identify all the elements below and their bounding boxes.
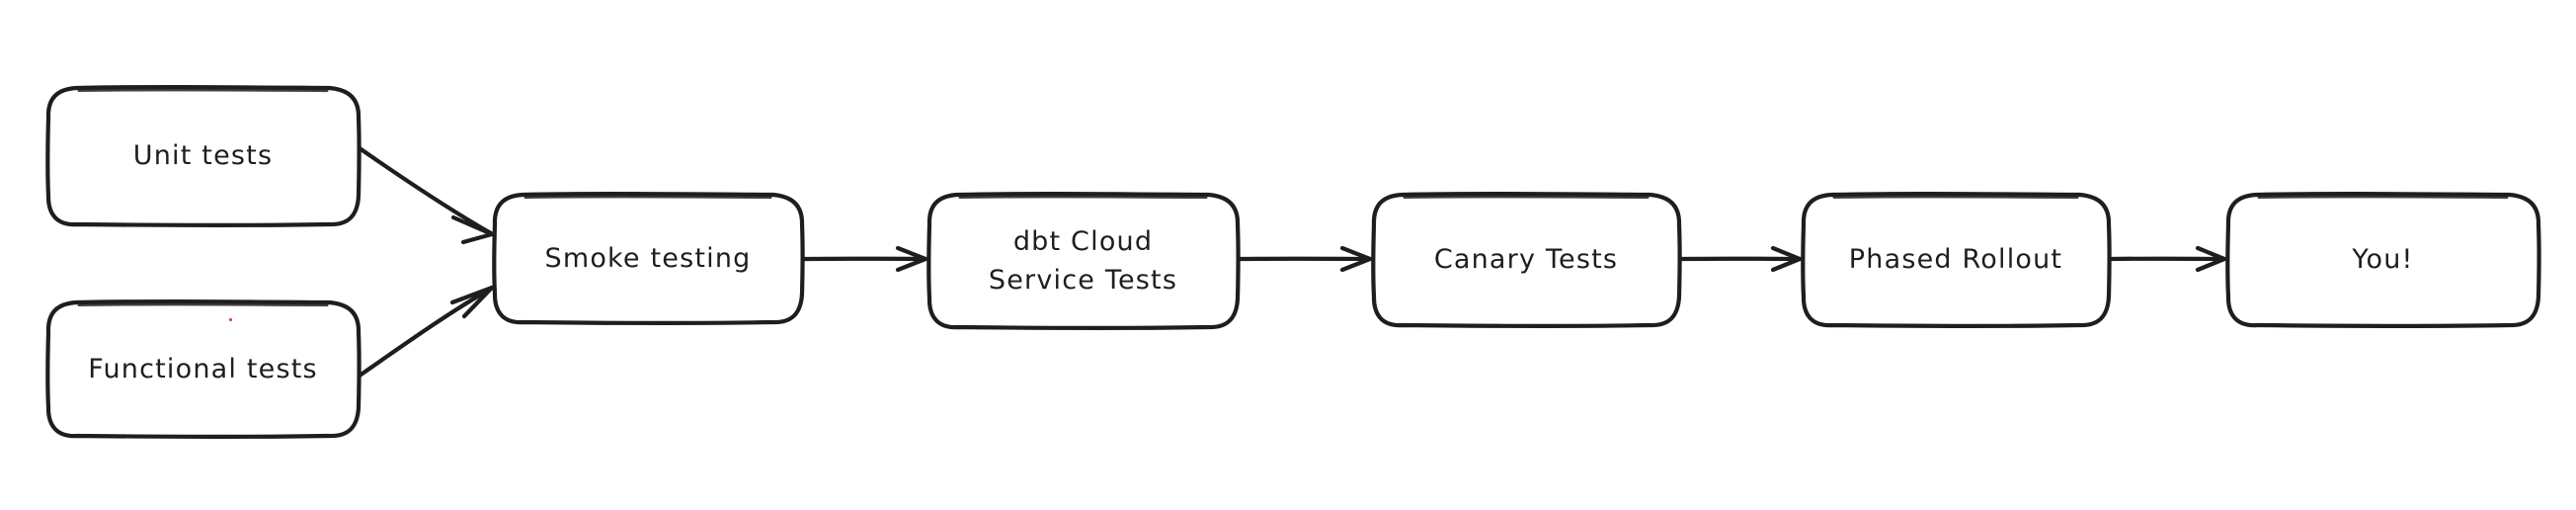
edge-phased-to-you[interactable] <box>2108 245 2227 273</box>
edge-unit-to-smoke[interactable] <box>357 145 495 245</box>
node-shape-unit-tests[interactable] <box>45 84 362 228</box>
node-shape-functional-tests[interactable] <box>45 298 362 440</box>
stray-red-dot-artifact <box>229 318 232 321</box>
node-shape-phased-rollout[interactable] <box>1801 192 2112 329</box>
node-shape-dbt-cloud-service-tests[interactable] <box>926 192 1241 331</box>
edge-functional-to-smoke[interactable] <box>357 285 495 379</box>
edge-smoke-to-dbt[interactable] <box>801 245 928 273</box>
node-shape-canary-tests[interactable] <box>1371 192 1682 329</box>
node-shape-smoke-testing[interactable] <box>492 192 805 326</box>
edge-canary-to-phased[interactable] <box>1678 245 1803 273</box>
node-shape-you[interactable] <box>2225 192 2541 329</box>
edge-dbt-to-canary[interactable] <box>1237 245 1373 273</box>
